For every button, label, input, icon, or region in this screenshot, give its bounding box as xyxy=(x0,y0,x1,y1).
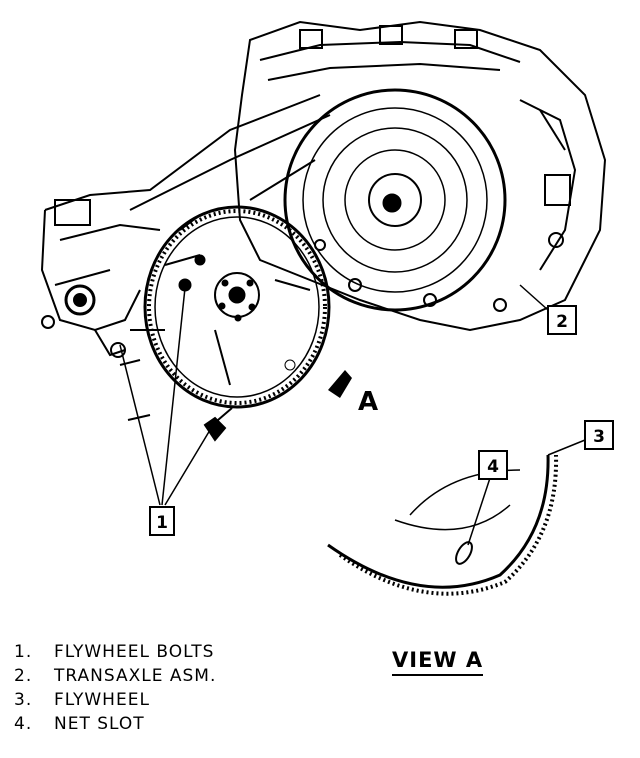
callout-3: 3 xyxy=(584,420,614,450)
legend-text: NET SLOT xyxy=(54,714,145,734)
svg-text:1: 1 xyxy=(156,513,168,533)
svg-text:3: 3 xyxy=(593,427,605,447)
legend-text: TRANSAXLE ASM. xyxy=(54,666,217,686)
leader-lines xyxy=(119,284,586,546)
legend-item: 2. TRANSAXLE ASM. xyxy=(14,664,216,688)
view-marker-label: A xyxy=(358,387,378,417)
callout-1: 1 xyxy=(149,506,175,536)
flywheel-bolt xyxy=(203,407,233,442)
svg-text:4: 4 xyxy=(487,457,499,477)
net-slot xyxy=(455,541,473,565)
callout-2: 2 xyxy=(547,305,577,335)
transaxle-assembly xyxy=(233,20,607,332)
callout-4: 4 xyxy=(478,450,508,480)
svg-text:2: 2 xyxy=(556,312,568,332)
legend-number: 4. xyxy=(14,714,33,734)
view-a-detail xyxy=(327,454,559,596)
legend-number: 1. xyxy=(14,642,33,662)
legend-item: 4. NET SLOT xyxy=(14,712,216,736)
legend-number: 2. xyxy=(14,666,33,686)
flywheel xyxy=(143,205,331,409)
engine-block-section xyxy=(40,94,331,421)
view-a-title: VIEW A xyxy=(392,648,484,676)
parts-legend: 1. FLYWHEEL BOLTS 2. TRANSAXLE ASM. 3. F… xyxy=(14,640,216,736)
view-a-arrow-icon xyxy=(328,370,352,398)
torque-converter xyxy=(283,88,507,312)
legend-item: 3. FLYWHEEL xyxy=(14,688,216,712)
legend-item: 1. FLYWHEEL BOLTS xyxy=(14,640,216,664)
legend-number: 3. xyxy=(14,690,33,710)
legend-text: FLYWHEEL BOLTS xyxy=(54,642,215,662)
legend-text: FLYWHEEL xyxy=(54,690,150,710)
